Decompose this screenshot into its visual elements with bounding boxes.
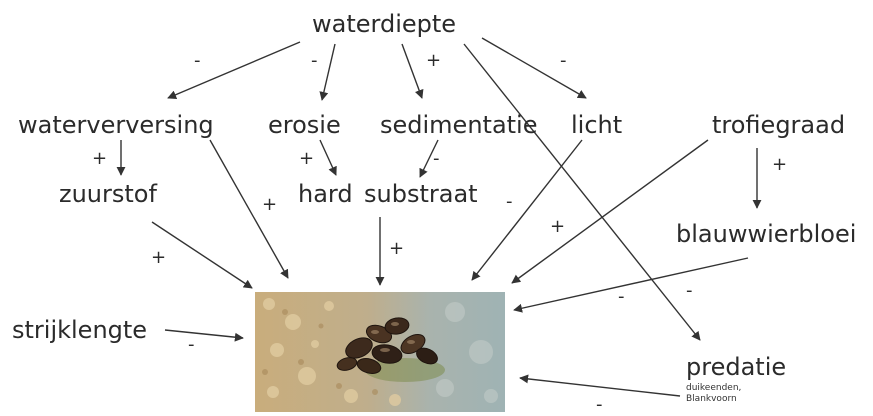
mussel-cluster-photo — [255, 292, 505, 412]
arrow-licht-photo — [472, 140, 582, 280]
node-substraat: substraat — [364, 182, 478, 206]
node-sedimentatie: sedimentatie — [380, 113, 538, 137]
sign-waterdiepte-licht: - — [560, 52, 567, 70]
node-trofiegraad: trofiegraad — [712, 113, 845, 137]
arrow-waterdiepte-sedimentatie — [402, 44, 422, 98]
node-waterdiepte: waterdiepte — [312, 12, 456, 36]
node-strijklengte: strijklengte — [12, 318, 147, 342]
node-blauwwierbloei: blauwwierbloei — [676, 222, 856, 246]
arrow-strijklengte-photo — [165, 330, 243, 338]
photo-drawing — [255, 292, 505, 412]
node-erosie: erosie — [268, 113, 341, 137]
sign-waterdiepte-waterverversing: - — [194, 52, 201, 70]
arrow-waterdiepte-licht — [482, 38, 586, 98]
sign-erosie-hard: + — [299, 150, 314, 168]
sign-waterverversing-zuurstof: + — [92, 150, 107, 168]
sign-strijklengte-photo: - — [188, 336, 195, 354]
sign-blauwwierbloei-photo: - — [618, 288, 625, 306]
sign-substraat-photo: + — [389, 240, 404, 258]
sign-waterverversing-photo: + — [262, 196, 277, 214]
arrow-erosie-hard — [320, 140, 336, 175]
predatie-note-line2: Blankvoorn — [686, 394, 737, 405]
sign-zuurstof-photo: + — [151, 249, 166, 267]
sign-predatie-path: - — [686, 282, 693, 300]
arrow-zuurstof-photo — [152, 222, 252, 288]
predatie-note-line1: duikeenden, — [686, 383, 741, 394]
arrow-waterdiepte-waterverversing — [168, 42, 300, 98]
sign-predatie-photo: - — [596, 396, 603, 414]
node-waterverversing: waterverversing — [18, 113, 214, 137]
node-licht: licht — [571, 113, 622, 137]
arrow-waterdiepte-erosie — [322, 44, 335, 100]
sign-waterdiepte-erosie: - — [311, 52, 318, 70]
node-zuurstof: zuurstof — [59, 182, 157, 206]
sign-trofiegraad-photo: + — [550, 218, 565, 236]
sign-licht-photo: - — [506, 193, 513, 211]
arrow-blauwwierbloei-photo — [514, 258, 748, 310]
node-predatie: predatie — [686, 355, 786, 379]
sign-trofiegraad-blauwwierbloei: + — [772, 156, 787, 174]
node-hard: hard — [298, 182, 353, 206]
sign-waterdiepte-sedimentatie: + — [426, 52, 441, 70]
sign-sedimentatie-substraat: - — [433, 150, 440, 168]
arrow-trofiegraad-photo — [512, 140, 708, 283]
